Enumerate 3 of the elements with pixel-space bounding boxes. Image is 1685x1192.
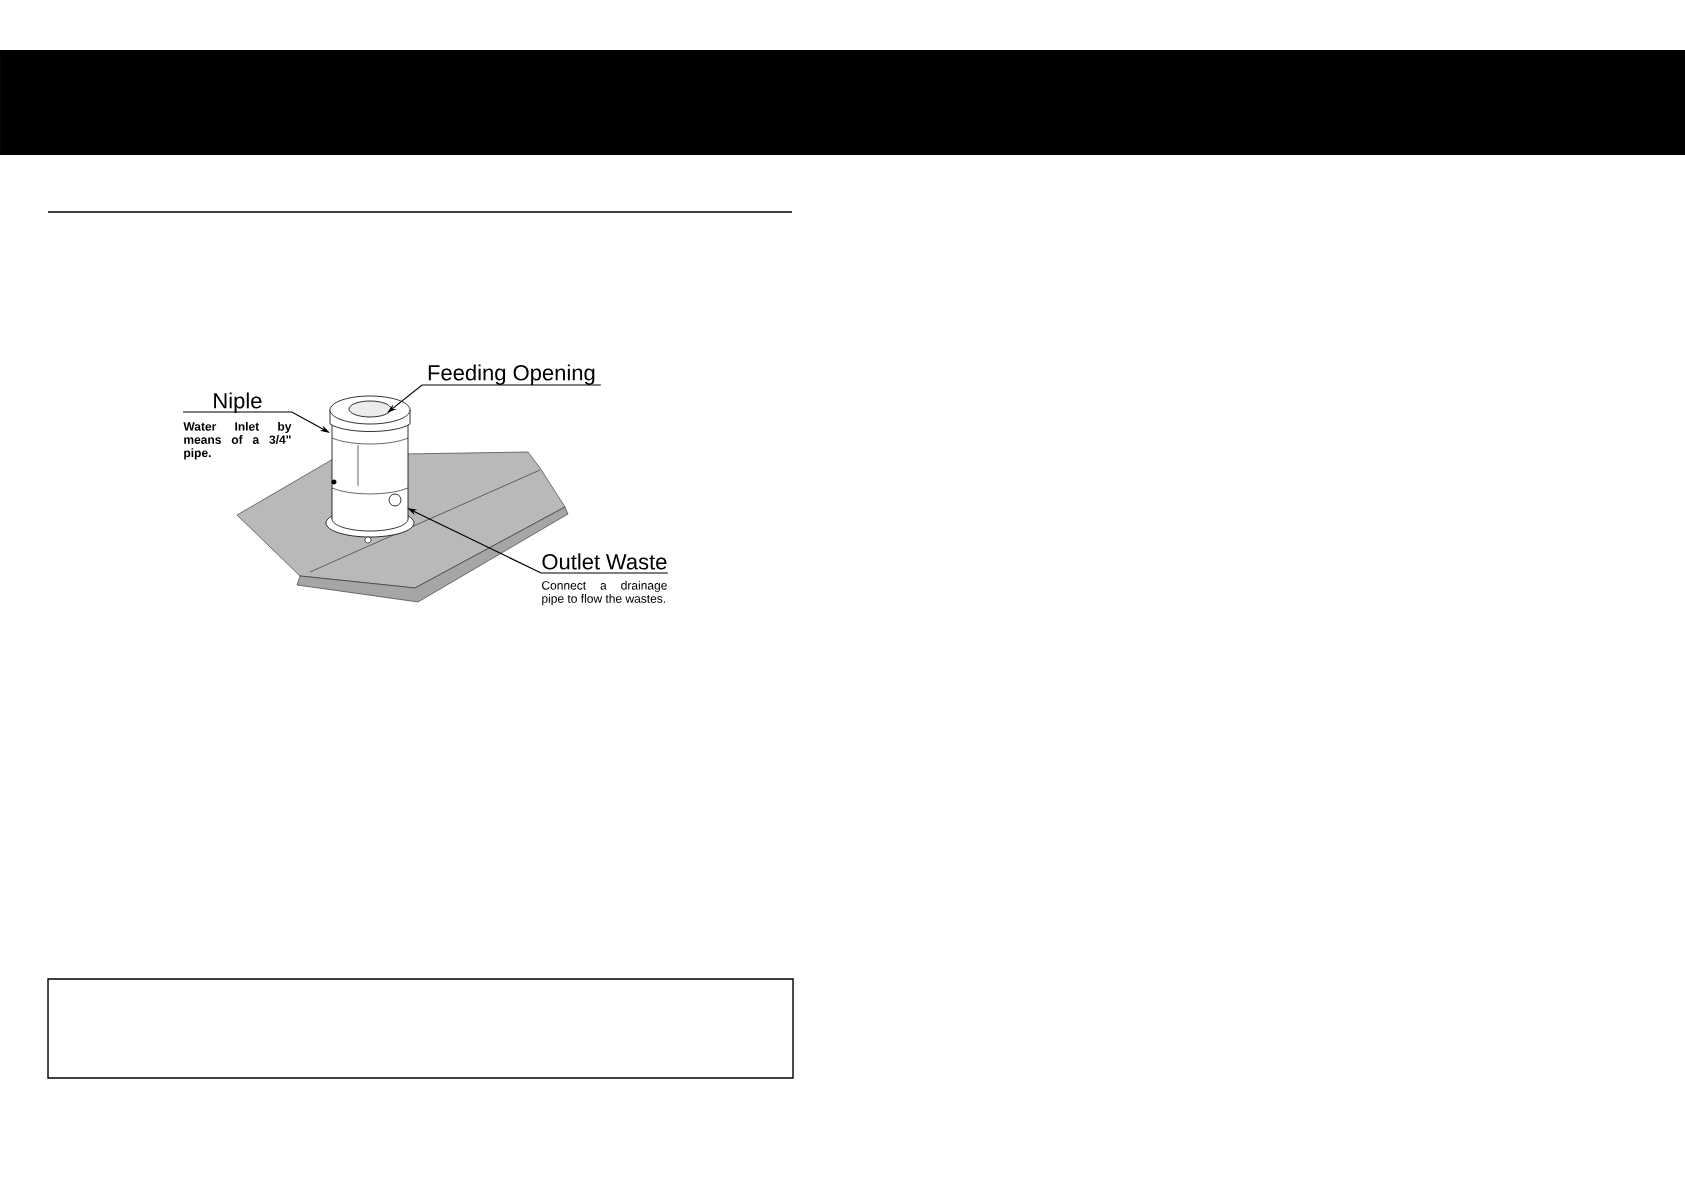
callout-label: Outlet Waste Connect a drainage pipe to flow the wastes. xyxy=(542,553,667,606)
callout-label: Niple Water Inlet by means of a 3/4" pipe. xyxy=(183,392,292,460)
callout-label: Feeding Opening xyxy=(428,364,595,385)
